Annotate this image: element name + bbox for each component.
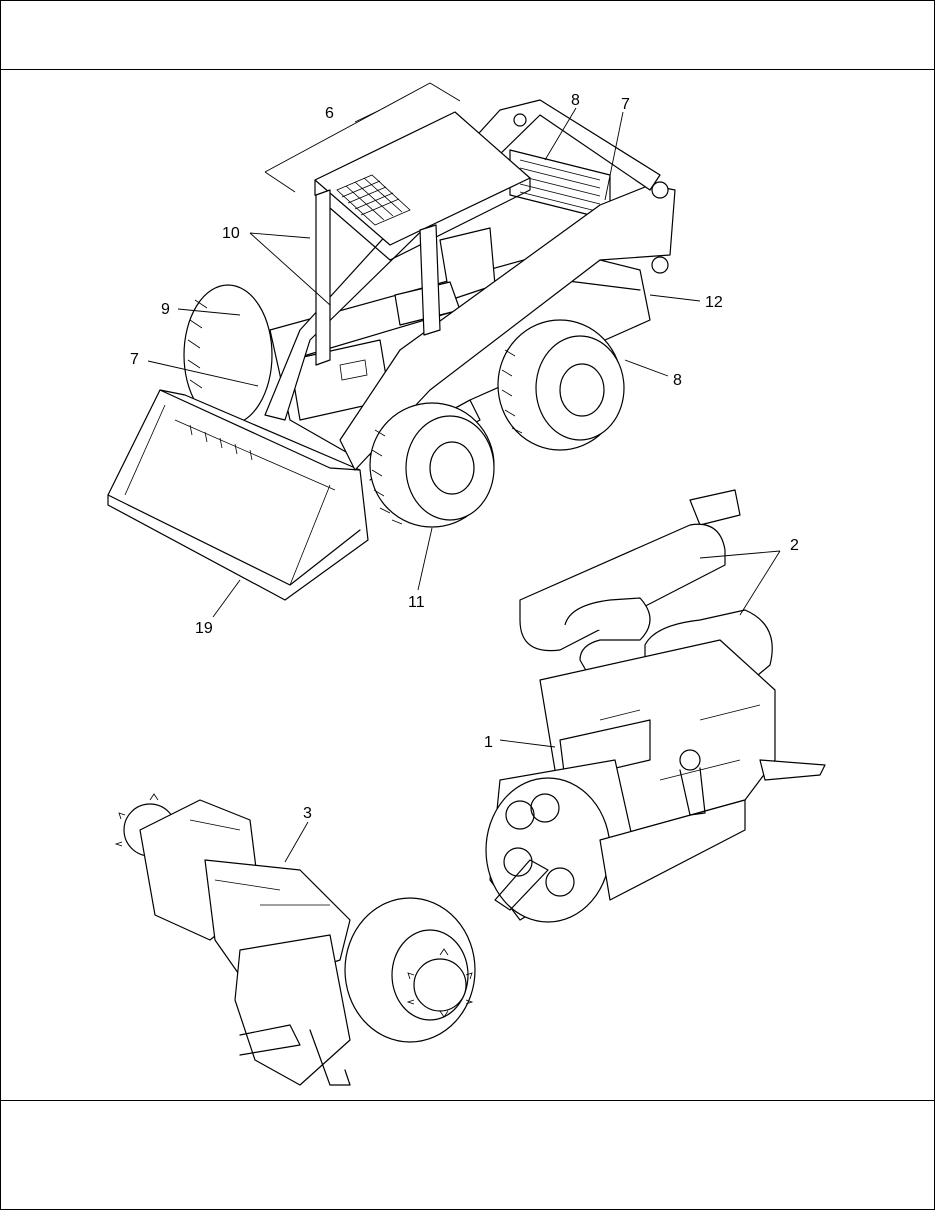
header-rule	[0, 69, 935, 70]
canopy-grille	[336, 174, 411, 226]
callout-19: 19	[195, 620, 213, 637]
callout-6: 6	[325, 105, 334, 122]
footer-rule	[0, 1100, 935, 1101]
callout-10: 10	[222, 225, 240, 242]
callout-9: 9	[161, 301, 170, 318]
engine-block	[485, 639, 826, 923]
callout-12: 12	[705, 294, 723, 311]
skid-steer-loader	[107, 99, 676, 601]
callout-11: 11	[408, 594, 425, 611]
callout-2: 2	[790, 537, 799, 554]
callout-3: 3	[303, 805, 312, 822]
callout-7-left: 7	[130, 351, 139, 368]
callout-8-top: 8	[571, 92, 580, 109]
engine-assembly	[485, 489, 826, 923]
leader-lines	[147, 82, 781, 863]
callout-7-top: 7	[621, 96, 630, 113]
parts-diagram: 6 8 7 10 9 7 12 8 11 19 2 1 3	[107, 82, 826, 1086]
callout-1: 1	[484, 734, 493, 751]
rear-right-tire	[497, 319, 625, 451]
callouts: 6 8 7 10 9 7 12 8 11 19 2 1 3	[130, 92, 799, 822]
front-right-tire	[369, 402, 495, 528]
rops-canopy	[314, 111, 531, 366]
bucket	[107, 389, 369, 601]
right-hub	[344, 897, 476, 1043]
axle-assembly	[114, 793, 476, 1086]
callout-8-right: 8	[673, 372, 682, 389]
